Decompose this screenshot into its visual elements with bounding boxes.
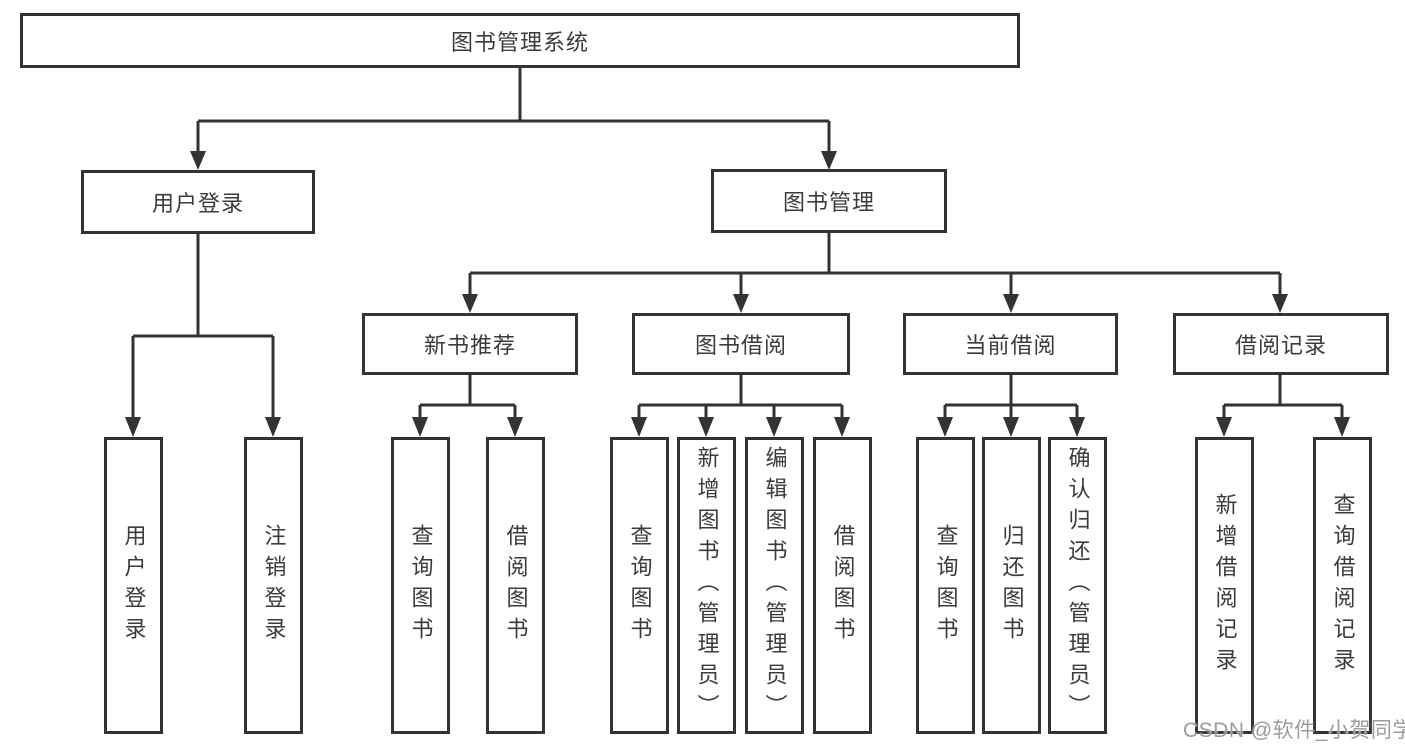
leaf-borrowing-borrow-books-label: 借阅图书: [830, 523, 856, 648]
leaf-current-return-books: 归还图书: [982, 437, 1041, 734]
leaf-records-add-record: 新增借阅记录: [1195, 437, 1254, 734]
csdn-watermark: CSDN @软件_小贺同学: [1183, 719, 1405, 742]
connector-stems: [131, 68, 1344, 418]
leaf-borrowing-query-books: 查询图书: [610, 437, 669, 734]
leaf-current-confirm-return: 确认归还（管理员）: [1048, 437, 1107, 734]
leaf-borrowing-edit-books: 编辑图书（管理员）: [745, 437, 804, 734]
node-current-borrowing: 当前借阅: [903, 313, 1118, 375]
leaf-borrowing-add-books-label: 新增图书（管理员）: [694, 446, 720, 725]
leaf-recommend-borrow-books: 借阅图书: [486, 437, 545, 734]
leaf-records-query-record: 查询借阅记录: [1313, 437, 1372, 734]
connector-arrowheads: [125, 151, 1350, 437]
leaf-recommend-query-books-label: 查询图书: [408, 523, 434, 648]
leaf-logout-label: 注销登录: [261, 523, 287, 648]
leaf-current-confirm-return-label: 确认归还（管理员）: [1065, 446, 1091, 725]
leaf-borrowing-add-books: 新增图书（管理员）: [677, 437, 736, 734]
leaf-borrowing-query-books-label: 查询图书: [627, 523, 653, 648]
leaf-current-return-books-label: 归还图书: [999, 523, 1025, 648]
leaf-logout: 注销登录: [244, 437, 303, 734]
leaf-current-query-books-label: 查询图书: [933, 523, 959, 648]
leaf-recommend-borrow-books-label: 借阅图书: [503, 523, 529, 648]
leaf-records-add-record-label: 新增借阅记录: [1212, 492, 1238, 679]
leaf-current-query-books: 查询图书: [916, 437, 975, 734]
node-user-login: 用户登录: [81, 170, 315, 234]
leaf-records-query-record-label: 查询借阅记录: [1330, 492, 1356, 679]
node-root-system: 图书管理系统: [20, 13, 1020, 68]
leaf-recommend-query-books: 查询图书: [391, 437, 450, 734]
node-new-book-recommend: 新书推荐: [362, 313, 578, 375]
leaf-user-login: 用户登录: [104, 437, 163, 734]
node-book-borrowing: 图书借阅: [632, 313, 850, 375]
node-borrowing-records: 借阅记录: [1173, 313, 1389, 375]
leaf-user-login-label: 用户登录: [121, 523, 147, 648]
leaf-borrowing-edit-books-label: 编辑图书（管理员）: [762, 446, 788, 725]
leaf-borrowing-borrow-books: 借阅图书: [813, 437, 872, 734]
node-book-management: 图书管理: [711, 169, 947, 233]
